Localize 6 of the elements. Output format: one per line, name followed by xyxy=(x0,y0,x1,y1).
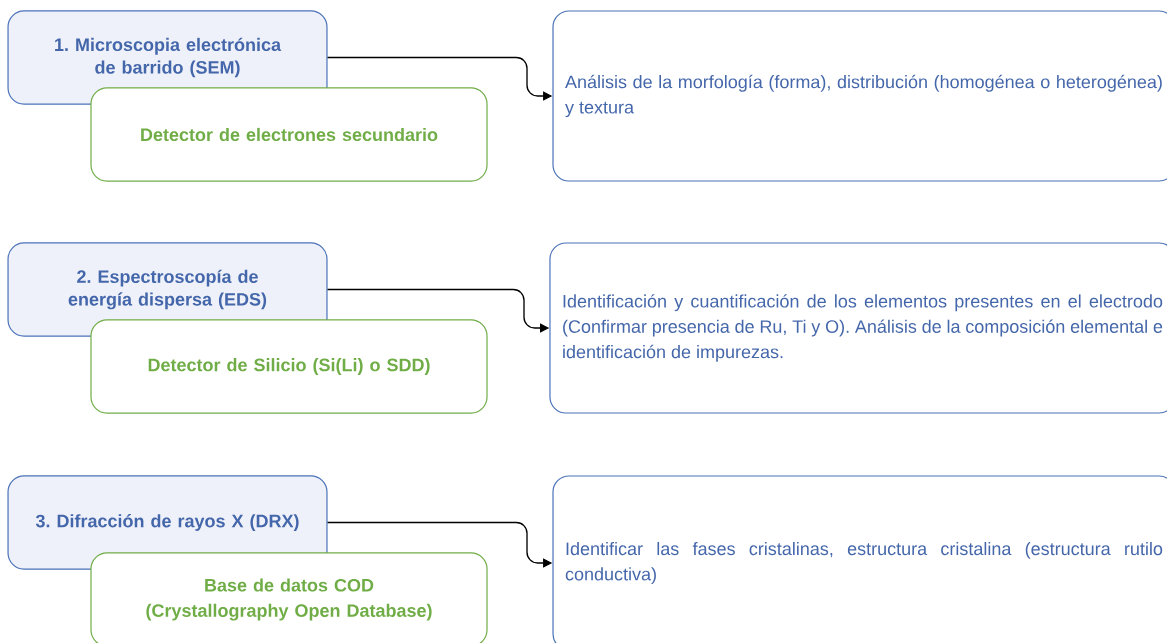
description-box: Identificación y cuantificación de los elementos presentes en el electrodo (Confirmar presencia de Ru, Ti y O). Análisis de la composición elemental e identificación de impurezas. xyxy=(549,242,1167,414)
description-box: Análisis de la morfología (forma), distribución (homogénea o heterogénea) y textura xyxy=(552,10,1167,182)
detector-box: Detector de electrones secundario xyxy=(90,87,488,182)
detector-box: Base de datos COD (Crystallography Open Database) xyxy=(90,552,488,643)
description-box: Identificar las fases cristalinas, estructura cristalina (estructura rutilo conductiva) xyxy=(552,475,1167,643)
detector-box: Detector de Silicio (Si(Li) o SDD) xyxy=(90,319,488,414)
